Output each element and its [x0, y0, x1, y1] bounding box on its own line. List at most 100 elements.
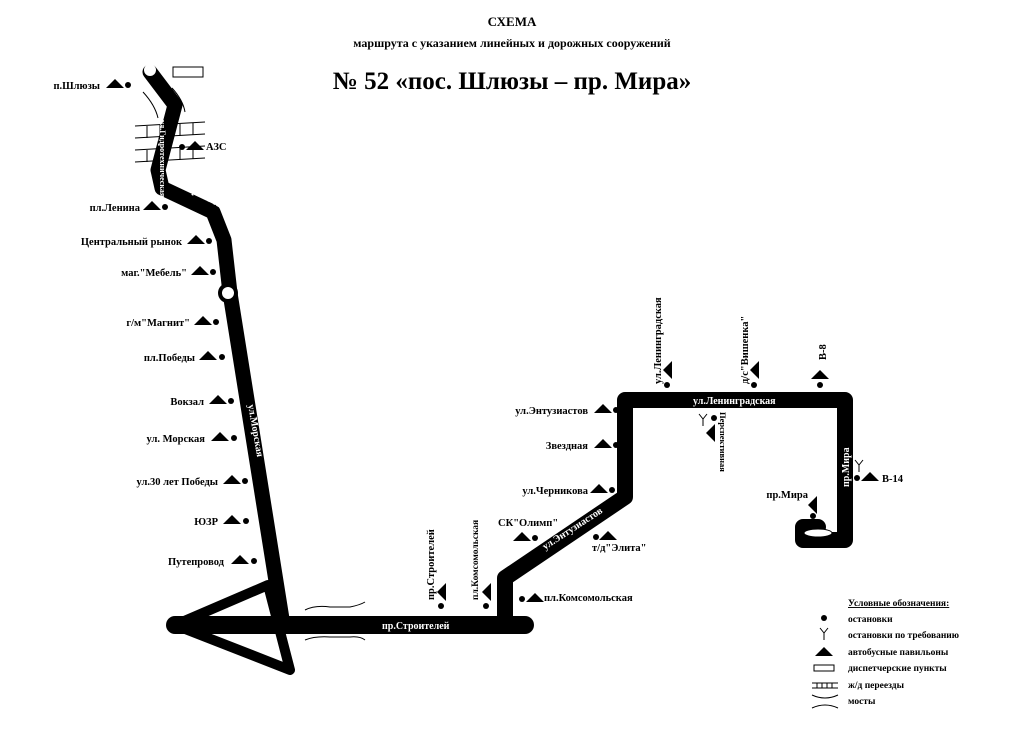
bridge-icon — [811, 694, 839, 709]
pavilion-icon — [199, 351, 217, 360]
svg-text:ул. Морская: ул. Морская — [147, 434, 206, 445]
stop[interactable]: Звездная — [546, 439, 619, 452]
turnaround-loop — [144, 64, 156, 76]
svg-text:АЗС: АЗС — [206, 142, 226, 153]
svg-text:диспетчерские пункты: диспетчерские пункты — [848, 664, 947, 674]
stop[interactable]: пл.Ленина — [90, 201, 168, 214]
stop[interactable]: пл.Комсомольская — [471, 520, 491, 609]
street-label: пр.Мира — [841, 447, 852, 487]
stop-dot-icon — [821, 615, 827, 621]
svg-text:ул.30 лет Победы: ул.30 лет Победы — [136, 477, 218, 488]
stop[interactable]: пр.Мира — [766, 490, 817, 519]
stop-dot-icon — [210, 269, 216, 275]
stop[interactable]: ЮЗР — [194, 515, 249, 528]
stop[interactable]: ул.Энтузиастов — [515, 404, 619, 417]
stop[interactable]: ул.30 лет Победы — [136, 475, 248, 488]
stop[interactable]: ул. Морская — [147, 432, 237, 445]
svg-text:мосты: мосты — [848, 697, 876, 707]
stop[interactable]: маг."Мебель" — [121, 266, 216, 279]
svg-text:т/д"Элита": т/д"Элита" — [592, 543, 647, 554]
pavilion-icon — [811, 370, 829, 379]
svg-text:пл.Комсомольская: пл.Комсомольская — [544, 593, 633, 604]
pavilion-icon — [187, 235, 205, 244]
street-label: ул.Гидротехническая — [158, 120, 167, 198]
bridge-icon — [142, 87, 186, 119]
svg-text:ул.Энтузиастов: ул.Энтузиастов — [515, 406, 588, 417]
stop[interactable]: В-14 — [854, 459, 904, 485]
stop-dot-icon — [228, 398, 234, 404]
svg-text:маг."Мебель": маг."Мебель" — [121, 268, 187, 279]
diagram-title: СХЕМА — [487, 14, 537, 29]
stop-dot-icon — [251, 558, 257, 564]
stop-dot-icon — [438, 603, 444, 609]
pavilion-icon — [815, 647, 833, 656]
stop[interactable]: пл.Комсомольская — [519, 593, 633, 604]
railway-crossing-icon — [812, 682, 838, 689]
pavilion-icon — [191, 266, 209, 275]
svg-text:д/с"Вишенка": д/с"Вишенка" — [740, 316, 751, 384]
stop-dot-icon — [231, 435, 237, 441]
pavilion-icon — [231, 555, 249, 564]
pavilion-icon — [590, 484, 608, 493]
svg-text:остановки по требованию: остановки по требованию — [848, 630, 959, 641]
stop-dot-icon — [817, 382, 823, 388]
stop-dot-icon — [664, 382, 670, 388]
stop-dot-icon — [711, 415, 717, 421]
stop-dot-icon — [613, 442, 619, 448]
stop[interactable]: пр.Строителей — [426, 529, 446, 609]
stop[interactable]: п.Шлюзы — [53, 79, 131, 92]
stop[interactable]: Центральный рынок — [81, 235, 212, 248]
stop[interactable]: пл.Победы — [144, 351, 225, 364]
stop-dot-icon — [242, 478, 248, 484]
pavilion-icon — [599, 531, 617, 540]
pavilion-icon — [106, 79, 124, 88]
svg-text:пр.Строителей: пр.Строителей — [426, 529, 437, 600]
legend: Условные обозначения: остановки остановк… — [811, 598, 959, 709]
svg-text:ЮЗР: ЮЗР — [194, 517, 218, 528]
stop[interactable]: В-8 — [811, 344, 829, 388]
stop[interactable]: СК"Олимп" — [498, 518, 558, 541]
stop[interactable]: т/д"Элита" — [592, 531, 647, 554]
stop[interactable]: Путепровод — [168, 555, 257, 568]
stop-dot-icon — [125, 82, 131, 88]
pavilion-icon — [663, 361, 672, 379]
stop[interactable]: Вокзал — [170, 395, 234, 408]
stop-dot-icon — [593, 534, 599, 540]
pavilion-icon — [482, 583, 491, 601]
route-name: № 52 «пос. Шлюзы – пр. Мира» — [332, 68, 692, 95]
pavilion-icon — [526, 593, 544, 602]
pavilion-icon — [186, 141, 204, 150]
svg-text:г/м"Магнит": г/м"Магнит" — [126, 318, 190, 329]
street-label: ул.Ленинградская — [693, 396, 776, 407]
stop-dot-icon — [243, 518, 249, 524]
stop[interactable]: ул.Ленинградская — [653, 297, 672, 388]
stop-dot-icon — [751, 382, 757, 388]
svg-text:В-14: В-14 — [882, 474, 904, 485]
svg-text:ул.Черникова: ул.Черникова — [522, 486, 588, 497]
bridge-icon — [304, 601, 366, 641]
stop-dot-icon — [483, 603, 489, 609]
stop[interactable]: Перспективная — [698, 412, 728, 472]
svg-text:автобусные павильоны: автобусные павильоны — [848, 647, 949, 658]
request-stop-icon — [854, 459, 864, 472]
svg-text:пр.Мира: пр.Мира — [766, 490, 808, 501]
stop[interactable]: АЗС — [179, 141, 226, 153]
stop[interactable]: г/м"Магнит" — [126, 316, 219, 329]
pavilion-icon — [143, 201, 161, 210]
pavilion-icon — [223, 475, 241, 484]
svg-text:Звездная: Звездная — [546, 441, 589, 452]
request-stop-icon — [698, 413, 708, 426]
pavilion-icon — [223, 515, 241, 524]
pavilion-icon — [861, 472, 879, 481]
stop-dot-icon — [532, 535, 538, 541]
diagram-subtitle: маршрута с указанием линейных и дорожных… — [353, 36, 671, 50]
svg-text:Условные обозначения:: Условные обозначения: — [848, 598, 949, 609]
stop[interactable]: д/с"Вишенка" — [740, 316, 759, 388]
stop-dot-icon — [179, 144, 185, 150]
pavilion-icon — [808, 496, 817, 514]
stop-dot-icon — [519, 596, 525, 602]
stop[interactable]: ул.Черникова — [522, 484, 615, 497]
stop-dot-icon — [162, 204, 168, 210]
pavilion-icon — [706, 424, 715, 442]
